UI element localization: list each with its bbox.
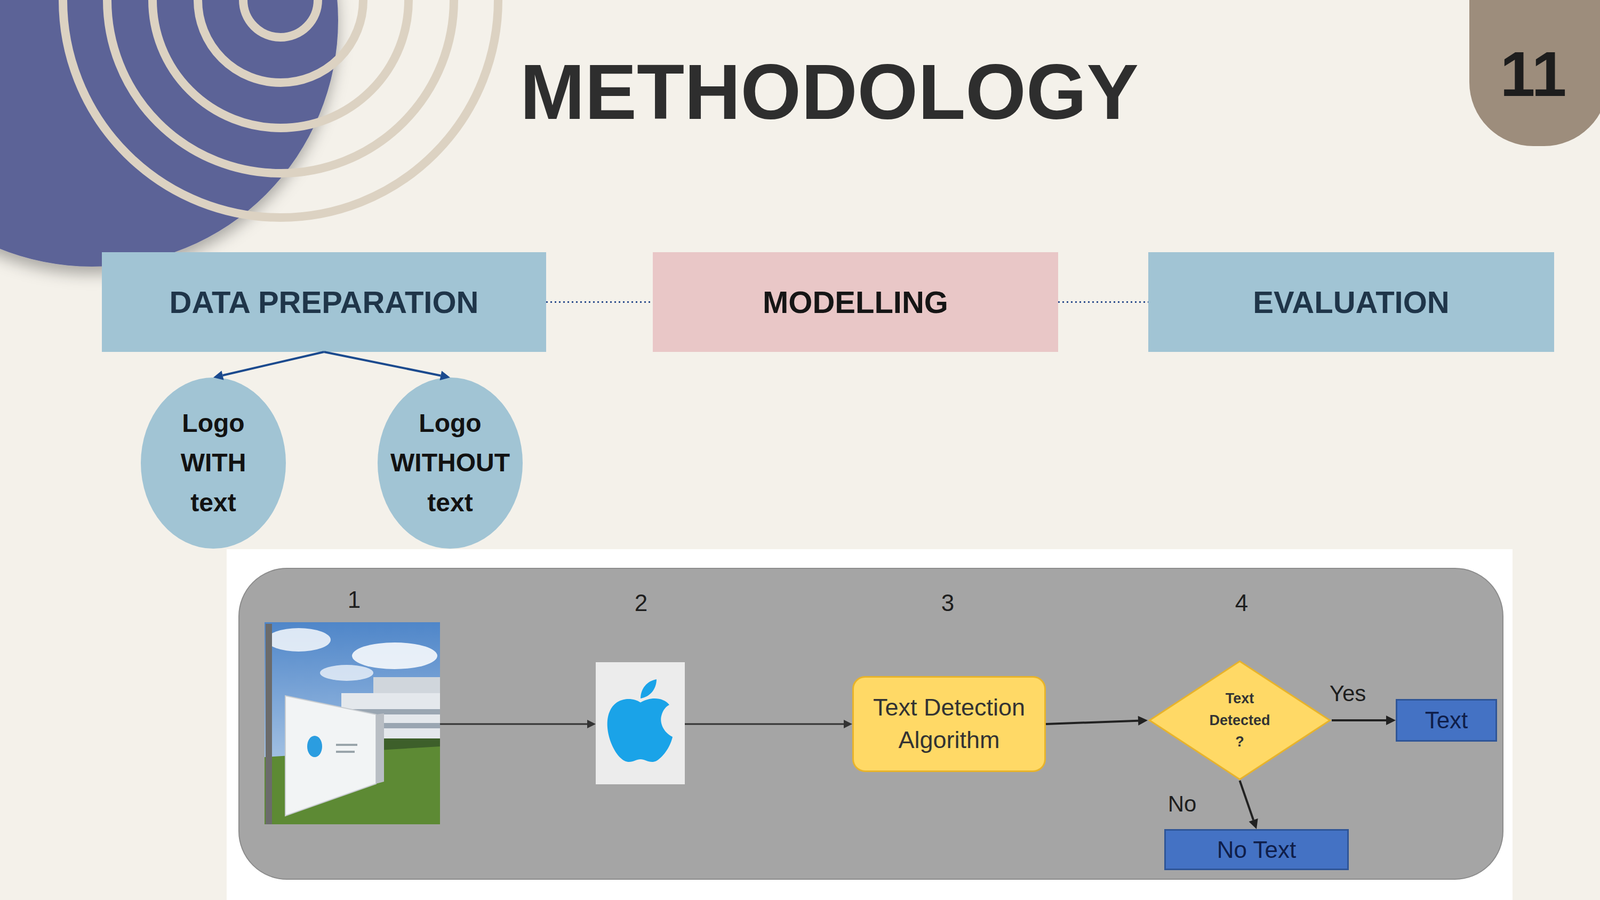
- photo-cloud: [352, 642, 438, 670]
- flow-line: [684, 723, 845, 726]
- connector: [1240, 780, 1259, 830]
- connector-line: [1331, 719, 1387, 722]
- node-text: Logo WITHOUT text: [390, 403, 510, 523]
- photo-cloud: [266, 628, 331, 652]
- node-text: No Text: [1217, 836, 1296, 864]
- apple-body: [607, 698, 673, 763]
- figure-background: [226, 549, 1513, 900]
- callout-number: 4: [1235, 589, 1248, 617]
- output-box: No Text: [1164, 829, 1349, 871]
- arc: [62, 0, 499, 218]
- arrow-head: [1138, 716, 1148, 726]
- phase-box: EVALUATION: [1148, 252, 1555, 352]
- callout-number: 1: [347, 586, 361, 614]
- photo-sign-lettering: [336, 750, 355, 754]
- edge-label: Yes: [1329, 681, 1367, 707]
- phase-box: DATA PREPARATION: [101, 252, 547, 352]
- concentric-arcs: [62, 0, 499, 218]
- arc: [197, 0, 364, 83]
- building-photo: [264, 622, 440, 825]
- arrow-head: [587, 720, 596, 729]
- ellipse-fill: [377, 377, 523, 549]
- decision-diamond: Text Detected ?: [1147, 660, 1332, 781]
- arrow-head: [843, 720, 853, 729]
- apple-logo-image: [595, 662, 685, 785]
- connector-line: [1240, 780, 1254, 821]
- connector: [213, 352, 325, 381]
- photo-sky: [264, 622, 440, 825]
- connector-line: [222, 352, 325, 376]
- arrow-head: [1386, 715, 1396, 726]
- node-text: Text: [1425, 707, 1469, 734]
- process-box: Text Detection Algorithm: [852, 676, 1046, 773]
- callout-number: 3: [941, 589, 955, 617]
- node-text: 11: [1500, 42, 1567, 106]
- photo-sign: [285, 696, 376, 816]
- connector: [1045, 716, 1148, 726]
- node-text: Text Detection Algorithm: [864, 691, 1035, 757]
- arrow-head: [1249, 818, 1259, 830]
- connector: [324, 352, 451, 381]
- node-text: Text Detected ?: [1209, 688, 1270, 754]
- page-number-tab: 11: [1469, 0, 1600, 147]
- logo-background: [595, 662, 685, 785]
- data-ellipse: Logo WITHOUT text: [377, 377, 523, 549]
- slide-title: METHODOLOGY: [520, 53, 1139, 132]
- connector-line: [1058, 301, 1149, 303]
- photo-pole: [265, 624, 272, 825]
- connector: [1058, 301, 1149, 303]
- diamond-fill: [1149, 661, 1330, 780]
- connector-line: [324, 352, 442, 376]
- output-box: Text: [1395, 699, 1498, 742]
- photo-sign-side: [376, 713, 384, 784]
- ellipse-fill: [140, 377, 286, 549]
- apple-logo: [607, 679, 673, 763]
- flow-line: [440, 723, 589, 726]
- connector: [1331, 715, 1396, 726]
- arc: [243, 0, 318, 38]
- apple-leaf: [640, 679, 657, 699]
- node-text: Logo WITH text: [180, 403, 247, 523]
- connector-line: [1045, 721, 1139, 725]
- node-text: DATA PREPARATION: [169, 284, 479, 320]
- node-text: MODELLING: [762, 284, 949, 320]
- node-text: EVALUATION: [1252, 284, 1450, 320]
- pipeline-panel: [238, 568, 1503, 880]
- callout-number: 2: [634, 589, 648, 617]
- data-ellipse: Logo WITH text: [140, 377, 286, 549]
- photo-cloud: [320, 665, 374, 682]
- edge-label: No: [1168, 791, 1197, 818]
- connector-line: [546, 301, 653, 303]
- photo-logo: [307, 736, 323, 758]
- phase-box: MODELLING: [652, 252, 1059, 352]
- arc: [107, 0, 454, 174]
- image-arrows: [440, 720, 853, 729]
- arc: [152, 0, 409, 128]
- connector: [546, 301, 653, 303]
- photo-sign-lettering: [336, 744, 358, 747]
